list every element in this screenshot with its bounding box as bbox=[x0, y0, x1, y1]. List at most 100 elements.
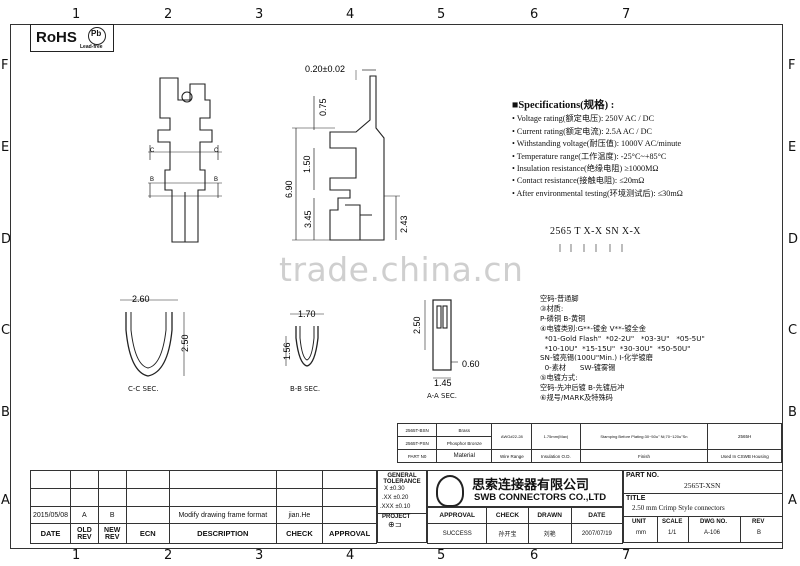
spec-item: • After environmental testing(环境测试后): ≤3… bbox=[512, 188, 683, 198]
zone-row-c-right: C bbox=[788, 323, 798, 338]
zone-col-5-bottom: 5 bbox=[437, 548, 446, 563]
hdr-finish: Finish bbox=[579, 449, 709, 463]
zone-row-d: D bbox=[1, 232, 12, 247]
zone-row-a-right: A bbox=[788, 493, 797, 508]
zone-col-6: 6 bbox=[530, 7, 539, 22]
section-marker-c-left: C bbox=[150, 148, 155, 154]
rev-new: B bbox=[97, 506, 127, 524]
spec-item: • Insulation resistance(绝缘电阻) ≥1000MΩ bbox=[512, 164, 659, 174]
cell-mat-1: Brass bbox=[436, 423, 493, 437]
dim-bb-width: 1.70 bbox=[298, 309, 316, 319]
dim-cc-width: 2.60 bbox=[132, 294, 150, 304]
rev-old: A bbox=[70, 506, 99, 524]
terminal-side-view bbox=[292, 69, 400, 241]
company-name-cn: 思索连接器有限公司 bbox=[472, 478, 590, 493]
cell-mat-2: Phosphor Bronze bbox=[436, 436, 493, 450]
note-line: ③材质: bbox=[540, 303, 564, 313]
note-line: ⑥规号/MARK及特殊码 bbox=[540, 393, 613, 403]
dwg-label: DWG NO. bbox=[700, 519, 727, 525]
note-line: ⑤电镀方式: bbox=[540, 373, 578, 383]
appr-hdr-date: DATE bbox=[570, 507, 624, 524]
zone-row-f-right: F bbox=[788, 58, 796, 73]
zone-col-3-bottom: 3 bbox=[255, 548, 264, 563]
watermark: trade.china.cn bbox=[279, 250, 524, 289]
part-info-block: PART NO. 2565T-XSN TITLE 2.50 mm Crimp S… bbox=[623, 470, 783, 543]
scale-value: 1/1 bbox=[668, 530, 677, 536]
cell-housing: 2565H bbox=[707, 423, 782, 450]
part-no-value: 2565T-XSN bbox=[684, 481, 721, 490]
spec-item: • Current rating(额定电流): 2.5A AC / DC bbox=[512, 126, 652, 136]
tolerance-block: GENERAL TOLERANCE X ±0.30 .XX ±0.20 .XXX… bbox=[377, 470, 427, 543]
zone-row-f: F bbox=[1, 58, 9, 73]
hdr-approval: APPROVAL bbox=[322, 523, 377, 544]
dwg-value: A-106 bbox=[704, 530, 721, 536]
section-marker-b-right: B bbox=[214, 177, 218, 183]
section-marker-b-left: B bbox=[150, 177, 154, 183]
terminal-front-view bbox=[148, 77, 222, 243]
material-table: 2565T-BSN Brass AWG#22-28 1.75mm(Max) St… bbox=[396, 423, 782, 463]
part-no-label: PART NO. bbox=[626, 472, 659, 479]
cell-od: 1.75mm(Max) bbox=[531, 423, 581, 450]
specifications-block: ■Specifications(规格) : • Voltage rating(额… bbox=[512, 100, 683, 200]
cell-part-2: 2565T-PSN bbox=[396, 436, 438, 450]
hdr-old-rev: OLD REV bbox=[70, 523, 99, 544]
note-line: 空码-普通脚 bbox=[540, 294, 579, 303]
appr-check: 孙开宝 bbox=[486, 523, 529, 544]
revision-table: 2015/05/08 A B Modify drawing frame form… bbox=[29, 470, 377, 544]
rev-ecn bbox=[125, 506, 170, 524]
note-line: SN-镀亮锡(100U"Min.) I-化学镀磨 bbox=[540, 353, 653, 363]
tol-xx: .XX ±0.20 bbox=[382, 495, 409, 501]
cell-finish: Stamping Before Plating:30~50u" Ni;70~12… bbox=[579, 423, 709, 450]
part-number-code: 2565 T X-X SN X-X bbox=[550, 226, 641, 237]
rev-value: B bbox=[757, 530, 762, 536]
part-code-ticks bbox=[559, 244, 623, 252]
dim-243: 2.43 bbox=[399, 215, 409, 233]
note-line: P-磷铜 B-黄铜 bbox=[540, 313, 586, 323]
dim-aa-width: 1.45 bbox=[434, 378, 452, 388]
tol-xxx: .XXX ±0.10 bbox=[380, 504, 411, 510]
zone-col-4-bottom: 4 bbox=[346, 548, 355, 563]
rev-label: REV bbox=[752, 519, 765, 525]
zone-row-e-right: E bbox=[788, 140, 797, 155]
section-aa bbox=[424, 299, 458, 379]
unit-value: mm bbox=[636, 530, 646, 536]
hdr-housing: Used In CSWB Housing bbox=[707, 449, 782, 463]
hdr-date: DATE bbox=[29, 523, 72, 544]
section-bb bbox=[285, 313, 324, 367]
appr-hdr-check: CHECK bbox=[486, 507, 529, 524]
hdr-new-rev: NEW REV bbox=[97, 523, 127, 544]
rev-approval bbox=[322, 506, 377, 524]
spec-item: • Contact resistance(接触电阻): ≤20mΩ bbox=[512, 176, 645, 186]
title-value: 2.50 mm Crimp Style connectors bbox=[632, 504, 725, 512]
hdr-description: DESCRIPTION bbox=[168, 523, 277, 544]
note-line: *01-Gold Flash" *02-2U" *03-3U" *05-5U" bbox=[540, 333, 705, 343]
ordering-notes: 空码-普通脚 ③材质: P-磷铜 B-黄铜 ④电镀类别:G**-镀金 V**-镀… bbox=[540, 294, 705, 403]
appr-date: 2007/07/19 bbox=[570, 523, 624, 544]
zone-col-6-bottom: 6 bbox=[530, 548, 539, 563]
section-label-aa: A-A SEC. bbox=[427, 392, 457, 400]
zone-col-2: 2 bbox=[164, 7, 173, 22]
zone-col-7: 7 bbox=[622, 7, 631, 22]
dim-690: 6.90 bbox=[284, 180, 294, 198]
spec-item: • Voltage rating(额定电压): 250V AC / DC bbox=[512, 114, 655, 124]
hdr-check: CHECK bbox=[275, 523, 324, 544]
hdr-od: Insulation O.D. bbox=[531, 449, 581, 463]
rohs-label: RoHS bbox=[36, 29, 77, 46]
drawing-frame bbox=[10, 24, 783, 549]
tolerance-title: GENERAL TOLERANCE bbox=[383, 473, 421, 485]
cell-wire: AWG#22-28 bbox=[491, 423, 533, 450]
zone-row-e: E bbox=[1, 140, 10, 155]
rohs-badge: RoHS Pb Lead-free bbox=[30, 24, 114, 52]
dim-aa-thick: 0.60 bbox=[462, 359, 480, 369]
projection-symbol-icon: ⊕⊐ bbox=[388, 520, 402, 529]
lead-free-icon: Pb bbox=[88, 27, 106, 45]
approval-table: APPROVAL CHECK DRAWN DATE SUCCESS 孙开宝 刘艳… bbox=[426, 507, 624, 544]
spec-item: • Temperature range(工作温度): -25°C~+85°C bbox=[512, 151, 667, 161]
company-logo-icon bbox=[436, 475, 464, 507]
zone-col-7-bottom: 7 bbox=[622, 548, 631, 563]
appr-hdr-approval: APPROVAL bbox=[426, 507, 488, 524]
dim-top-width: 0.20±0.02 bbox=[305, 64, 345, 74]
zone-col-4: 4 bbox=[346, 7, 355, 22]
note-line: 空码-先冲后镀 B-先镀后冲 bbox=[540, 383, 625, 393]
